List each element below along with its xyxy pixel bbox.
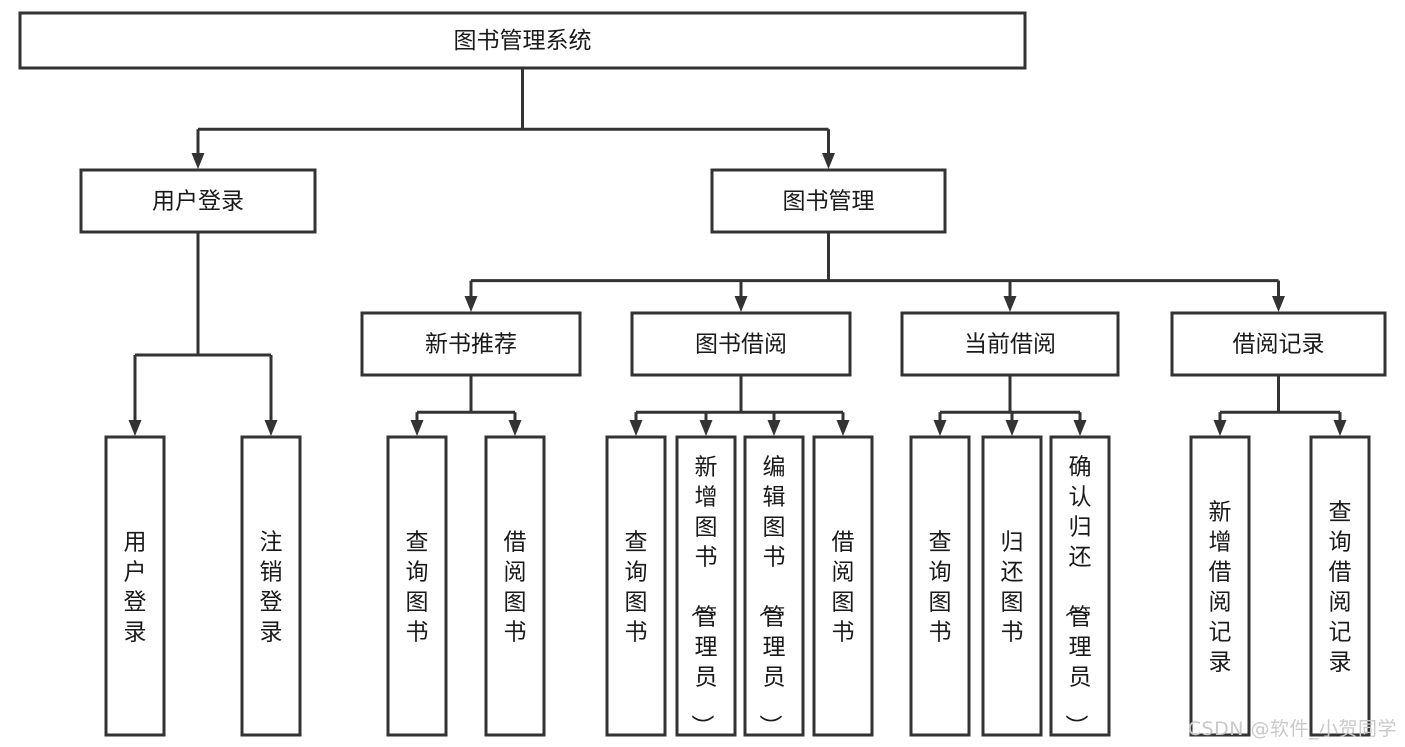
node-box [909, 435, 971, 737]
edges-layer [128, 68, 1347, 436]
node-label: 用户登录 [124, 529, 147, 645]
node-leaf-add-book[interactable]: 新增图书（管理员） [675, 435, 737, 737]
node-box [1170, 311, 1387, 377]
nodes-layer: 图书管理系统用户登录图书管理新书推荐图书借阅当前借阅借阅记录用户登录注销登录查询… [18, 11, 1387, 737]
node-leaf-borrow-book[interactable]: 借阅图书 [812, 435, 874, 737]
node-box [675, 435, 737, 737]
node-leaf-return-book[interactable]: 归还图书 [981, 435, 1043, 737]
node-box [743, 435, 805, 737]
node-leaf-user-login[interactable]: 用户登录 [104, 435, 166, 737]
node-leaf-add-record[interactable]: 新增借阅记录 [1189, 435, 1251, 737]
arrow-head-icon [1272, 296, 1285, 312]
arrow-head-icon [699, 420, 713, 436]
arrow-head-icon [836, 420, 850, 436]
arrow-head-icon [464, 296, 478, 312]
node-label: 确认归还（管理员） [1063, 454, 1092, 737]
node-label: 借阅图书 [832, 529, 855, 645]
arrow-head-icon [629, 420, 643, 436]
arrow-head-icon [1003, 296, 1017, 312]
node-new-book-rec[interactable]: 新书推荐 [360, 311, 582, 377]
node-leaf-confirm-return[interactable]: 确认归还（管理员） [1049, 435, 1111, 737]
node-box [18, 11, 1027, 70]
node-leaf-query-book-cur[interactable]: 查询图书 [909, 435, 971, 737]
node-box [386, 435, 448, 737]
node-label: 查询图书 [929, 529, 952, 645]
node-label: 用户登录 [152, 189, 244, 215]
node-box [630, 311, 852, 377]
node-label: 查询图书 [406, 529, 429, 645]
arrow-head-icon [1213, 420, 1227, 436]
node-label: 新增借阅记录 [1209, 499, 1232, 675]
node-label: 借阅记录 [1233, 332, 1325, 358]
arrow-head-icon [767, 420, 781, 436]
node-book-manage[interactable]: 图书管理 [710, 168, 947, 234]
arrow-head-icon [410, 420, 424, 436]
arrow-head-icon [1005, 420, 1019, 436]
node-current-borrow[interactable]: 当前借阅 [900, 311, 1120, 377]
node-label: 注销登录 [260, 529, 283, 645]
node-box [360, 311, 582, 377]
node-leaf-borrow-book-rec[interactable]: 借阅图书 [484, 435, 546, 737]
arrow-head-icon [822, 153, 835, 169]
node-box [812, 435, 874, 737]
node-label: 新增图书（管理员） [689, 454, 718, 737]
node-box [900, 311, 1120, 377]
arrow-head-icon [933, 420, 947, 436]
arrow-head-icon [1073, 420, 1087, 436]
node-label: 图书管理 [783, 189, 875, 215]
node-label: 归还图书 [1001, 529, 1024, 645]
node-label: 查询图书 [625, 529, 648, 645]
node-label: 编辑图书（管理员） [757, 454, 786, 737]
node-box [605, 435, 667, 737]
node-box [710, 168, 947, 234]
node-leaf-query-book-borrow[interactable]: 查询图书 [605, 435, 667, 737]
node-box [104, 435, 166, 737]
node-label: 查询借阅记录 [1329, 499, 1352, 675]
node-leaf-user-logout[interactable]: 注销登录 [240, 435, 302, 737]
arrow-head-icon [128, 420, 142, 436]
node-box [79, 168, 317, 234]
node-label: 新书推荐 [425, 332, 517, 358]
arrow-head-icon [191, 153, 205, 169]
node-leaf-query-record[interactable]: 查询借阅记录 [1309, 435, 1371, 737]
node-borrow-record[interactable]: 借阅记录 [1170, 311, 1387, 377]
node-leaf-query-book-rec[interactable]: 查询图书 [386, 435, 448, 737]
node-root[interactable]: 图书管理系统 [18, 11, 1027, 70]
arrow-head-icon [508, 420, 522, 436]
arrow-head-icon [734, 296, 748, 312]
node-user-login[interactable]: 用户登录 [79, 168, 317, 234]
node-leaf-edit-book[interactable]: 编辑图书（管理员） [743, 435, 805, 737]
node-box [981, 435, 1043, 737]
node-book-borrow[interactable]: 图书借阅 [630, 311, 852, 377]
node-label: 当前借阅 [964, 332, 1056, 358]
node-box [1309, 435, 1371, 737]
node-box [484, 435, 546, 737]
node-label: 借阅图书 [504, 529, 527, 645]
arrow-head-icon [264, 420, 278, 436]
node-box [1049, 435, 1111, 737]
node-box [1189, 435, 1251, 737]
node-label: 图书借阅 [695, 332, 787, 358]
node-box [240, 435, 302, 737]
arrow-head-icon [1333, 420, 1347, 436]
node-label: 图书管理系统 [454, 28, 592, 54]
